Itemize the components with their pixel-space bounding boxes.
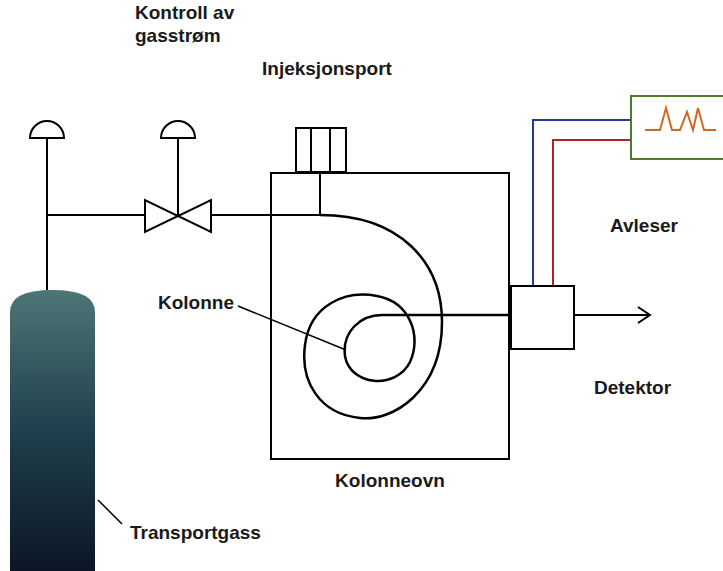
part-label: Injeksjonsport: [262, 58, 392, 81]
chromatogram-trace: [645, 108, 716, 130]
port-line: [329, 128, 331, 172]
flow-control-knob: [161, 121, 195, 138]
node-label: Detektor: [594, 377, 671, 400]
cylinder-shape: [10, 290, 95, 571]
cylinder-body: [10, 290, 95, 571]
valve-stem: [177, 138, 179, 216]
part-label: Kontroll av gasstrøm: [135, 2, 265, 48]
injection-port: [296, 128, 346, 172]
leader-line: [98, 500, 122, 524]
arrowhead: [638, 307, 650, 323]
valve-symbol: [145, 200, 211, 232]
node-label: Kolonneovn: [272, 470, 508, 493]
gas-cylinder: Transportgass: [10, 290, 95, 571]
signal-wire: [553, 140, 630, 285]
outlet-arrow: [575, 314, 648, 316]
pressure-gauge: [30, 121, 64, 138]
port-line: [310, 128, 312, 172]
signal-wire: [533, 120, 630, 285]
gauge-stem: [46, 138, 48, 215]
reader-box: Avleser: [630, 95, 723, 160]
detector-box: Detektor: [510, 285, 575, 350]
pipe: [270, 214, 320, 216]
port-line: [319, 172, 321, 215]
part-label: Kolonne: [158, 292, 234, 315]
node-label: Transportgass: [130, 522, 261, 545]
leader-line: [238, 306, 346, 350]
node-label: Avleser: [610, 215, 678, 238]
column-oven: Kolonneovn: [270, 172, 510, 460]
column-coil: [304, 215, 512, 418]
